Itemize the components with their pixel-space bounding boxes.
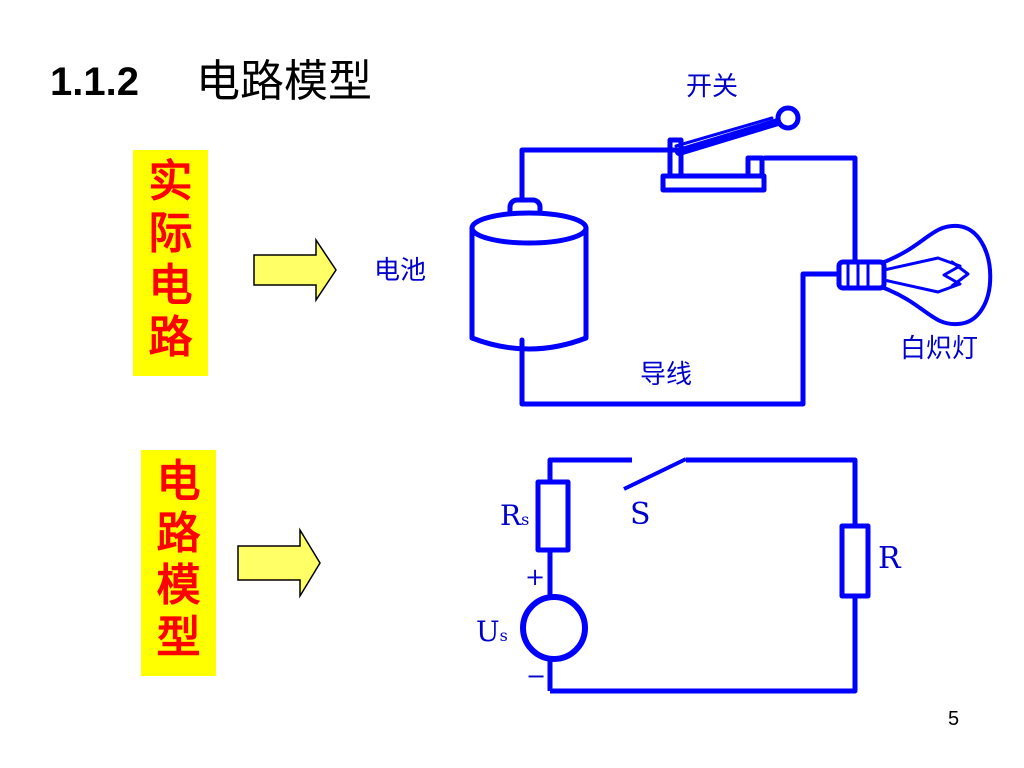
real-circuit-char: 路	[148, 312, 193, 363]
battery-label: 电池	[374, 256, 427, 286]
load-resistor-icon	[839, 523, 871, 599]
circuit-model-char: 路	[156, 508, 201, 559]
real-circuit-label-box: 实 际 电 路	[133, 150, 208, 376]
source-resistor-subscript: s	[521, 510, 530, 529]
voltage-source-subscript: s	[499, 626, 508, 645]
wire	[519, 147, 683, 203]
slide-title: 电路模型	[196, 56, 372, 107]
incandescent-lamp-icon	[836, 223, 993, 327]
real-circuit-char: 实	[148, 156, 193, 207]
wire	[547, 457, 632, 482]
source-resistor-icon	[535, 479, 571, 553]
knife-switch-icon	[660, 105, 801, 193]
plus-sign: +	[525, 563, 546, 591]
real-circuit-char: 际	[148, 208, 193, 259]
source-resistor-label: Rs	[500, 502, 529, 530]
circuit-model-char: 模	[156, 560, 201, 611]
voltage-source-icon	[520, 594, 588, 662]
circuit-model-char: 型	[156, 612, 201, 663]
circuit-model	[520, 457, 871, 694]
circuit-model-label-box: 电 路 模 型	[141, 450, 216, 676]
voltage-source-label: Us	[476, 618, 508, 646]
voltage-source-symbol: U	[476, 615, 500, 648]
minus-sign: −	[526, 662, 547, 690]
battery-icon	[469, 197, 589, 352]
wire	[550, 596, 858, 694]
load-resistor-label: R	[878, 541, 901, 576]
switch-label: 开关	[686, 72, 739, 102]
switch-blade-icon	[623, 457, 687, 491]
wire	[762, 155, 858, 269]
circuit-model-char: 电	[156, 456, 201, 507]
real-circuit-char: 电	[148, 260, 193, 311]
source-resistor-symbol: R	[500, 499, 522, 532]
real-circuit	[469, 105, 993, 407]
section-number: 1.1.2	[50, 60, 139, 104]
switch-s-label: S	[630, 497, 651, 532]
right-arrow-icon	[237, 527, 321, 599]
page-number: 5	[948, 708, 960, 730]
right-arrow-icon	[253, 237, 337, 303]
wire-label: 导线	[640, 360, 693, 390]
lamp-label: 白炽灯	[900, 334, 979, 364]
wire	[686, 457, 858, 526]
wire	[519, 271, 843, 407]
